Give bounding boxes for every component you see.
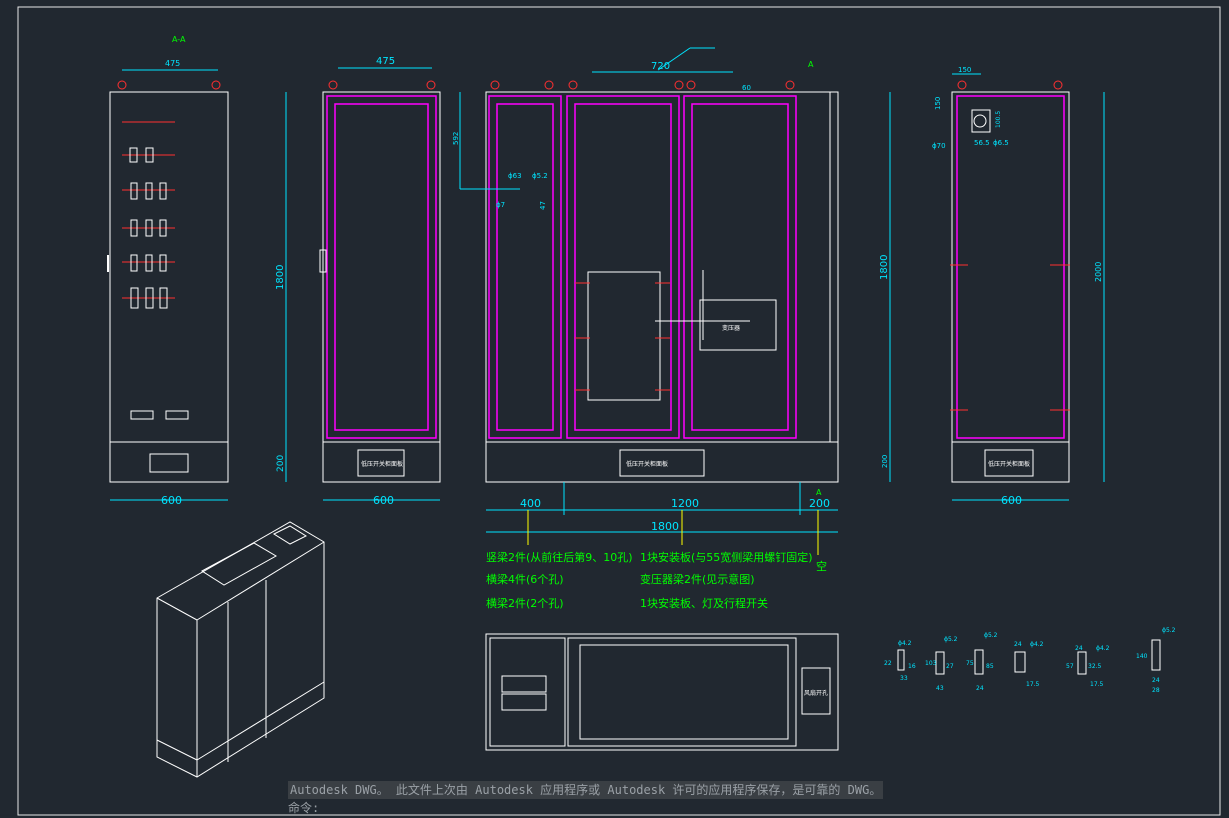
detail-6-b: 24 xyxy=(1152,677,1160,684)
detail-6-c: 28 xyxy=(1152,687,1160,694)
detail-4-phi: ϕ4.2 xyxy=(1030,641,1044,648)
dim-600-a: 600 xyxy=(161,494,182,507)
detail-5-c: 32.5 xyxy=(1088,663,1102,670)
dim-475: 475 xyxy=(376,56,395,67)
detail-4-b: 17.5 xyxy=(1026,681,1040,688)
dim-150-b: 150 xyxy=(934,97,942,110)
isometric-view xyxy=(156,521,325,778)
dim-1005: 100.5 xyxy=(995,111,1002,128)
dim-600-b: 600 xyxy=(373,494,394,507)
phi-7: ϕ7 xyxy=(496,201,505,209)
detail-dims: ϕ4.2 22 16 33 ϕ5.2 103 27 43 ϕ5.2 75 85 … xyxy=(884,627,1176,694)
note-5: 变压器梁2件(见示意图) xyxy=(640,572,755,586)
detail-6-a: 140 xyxy=(1136,653,1148,660)
dim-1800-left: 1800 xyxy=(275,265,286,290)
detail-2-b: 27 xyxy=(946,663,954,670)
phi-70: ϕ70 xyxy=(932,142,946,150)
command-line[interactable]: Autodesk DWG。 此文件上次由 Autodesk 应用程序或 Auto… xyxy=(288,781,884,817)
dim-1800-bottom: 1800 xyxy=(651,520,679,533)
dim-1200: 1200 xyxy=(671,497,699,510)
phi-63: ϕ63 xyxy=(508,172,522,180)
detail-2-a: 103 xyxy=(925,660,937,667)
command-prompt[interactable]: 命令: xyxy=(288,801,320,815)
detail-3-c: 24 xyxy=(976,685,984,692)
viewport-border xyxy=(17,6,1221,816)
detail-1-a: 22 xyxy=(884,660,892,667)
detail-1-phi: ϕ4.2 xyxy=(898,640,912,647)
detail-3-phi: ϕ5.2 xyxy=(984,632,998,639)
dim-400: 400 xyxy=(520,497,541,510)
dim-2000: 2000 xyxy=(1094,262,1103,282)
dim-200-left: 200 xyxy=(276,455,286,472)
dim-200-right: 200 xyxy=(881,455,889,468)
detail-5-d: 17.5 xyxy=(1090,681,1104,688)
detail-5-b: 57 xyxy=(1066,663,1074,670)
detail-3-a: 75 xyxy=(966,660,974,667)
detail-5-a: 24 xyxy=(1075,645,1083,652)
plate-label: 风扇开孔 xyxy=(804,689,828,697)
nameplate-left: 低压开关柜面板 xyxy=(361,460,403,468)
dim-200-bottom: 200 xyxy=(809,497,830,510)
bottom-plan-view: 风扇开孔 xyxy=(485,633,839,751)
dim-60: 60 xyxy=(742,84,751,92)
transformer-label: 变压器 xyxy=(722,324,740,332)
detail-6-phi: ϕ5.2 xyxy=(1162,627,1176,634)
nameplate-right: 低压开关柜面板 xyxy=(988,460,1030,468)
section-label: A-A xyxy=(172,35,186,44)
detail-4-a: 24 xyxy=(1014,641,1022,648)
note-2: 横梁4件(6个孔) xyxy=(486,572,564,586)
dim-600-c: 600 xyxy=(1001,494,1022,507)
dim-592: 592 xyxy=(452,132,460,145)
notes: 竖梁2件(从前往后第9、10孔) 横梁4件(6个孔) 横梁2件(2个孔) 1块安… xyxy=(486,550,827,610)
nameplate-main: 低压开关柜面板 xyxy=(626,460,668,468)
phi-65: ϕ6.5 xyxy=(993,139,1009,147)
detail-2-c: 43 xyxy=(936,685,944,692)
front-door-view: 低压开关柜面板 475 1800 200 600 xyxy=(275,56,441,507)
dim-565: 56.5 xyxy=(974,139,990,147)
main-cabinet-view: 变压器 低压开关柜面板 720 60 A 592 ϕ63 ϕ5.2 ϕ7 47 … xyxy=(452,47,891,555)
note-4: 1块安装板(与55宽侧梁用螺钉固定) xyxy=(640,550,813,564)
dim-720: 720 xyxy=(651,61,670,72)
note-7: 空 xyxy=(816,559,827,573)
section-arrow-top: A xyxy=(808,60,814,69)
detail-2-phi: ϕ5.2 xyxy=(944,636,958,643)
section-arrow-bottom: A xyxy=(816,488,822,497)
dim-1800-right: 1800 xyxy=(879,255,890,280)
detail-profiles xyxy=(897,639,1161,675)
dim-475-left: 475 xyxy=(165,59,180,68)
detail-1-b: 16 xyxy=(908,663,916,670)
note-6: 1块安装板、灯及行程开关 xyxy=(640,596,768,610)
phi-52: ϕ5.2 xyxy=(532,172,548,180)
command-history: Autodesk DWG。 此文件上次由 Autodesk 应用程序或 Auto… xyxy=(288,781,884,799)
dim-150-a: 150 xyxy=(958,66,971,74)
right-side-view: 低压开关柜面板 150 150 ϕ70 ϕ6.5 56.5 100.5 2000… xyxy=(932,66,1105,507)
dim-47: 47 xyxy=(539,201,547,210)
detail-1-c: 33 xyxy=(900,675,908,682)
note-3: 横梁2件(2个孔) xyxy=(486,596,564,610)
note-1: 竖梁2件(从前往后第9、10孔) xyxy=(486,550,633,564)
detail-5-phi: ϕ4.2 xyxy=(1096,645,1110,652)
detail-3-b: 85 xyxy=(986,663,994,670)
side-view-a-a: A-A 475 600 xyxy=(107,35,229,507)
